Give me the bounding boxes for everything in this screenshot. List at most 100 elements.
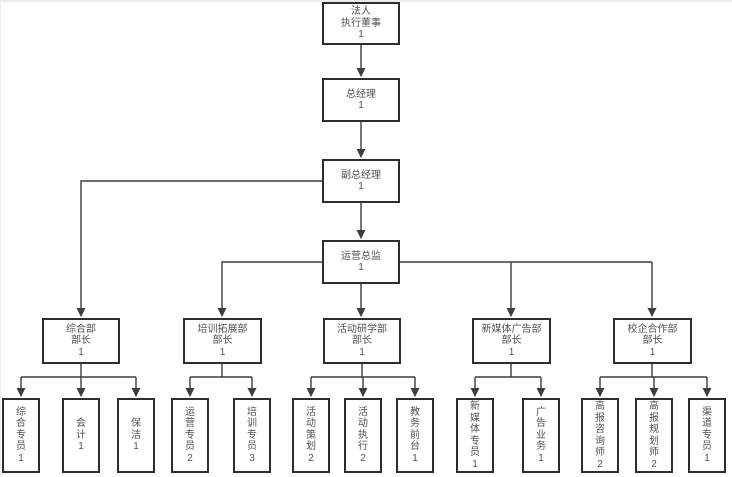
org-node-label: 营	[185, 418, 195, 430]
org-node-label: 1	[358, 181, 364, 192]
org-node-label: 道	[702, 418, 712, 430]
org-node-label: 2	[597, 458, 603, 470]
org-node-label: 部长	[501, 335, 522, 347]
org-node-label: 咨	[595, 424, 605, 435]
org-node-label: 运营总监	[341, 250, 381, 262]
org-node-label: 策	[306, 429, 316, 441]
org-node-label: 校企合作部	[627, 323, 678, 335]
org-node-label: 高	[649, 401, 659, 412]
org-node-label: 告	[536, 418, 546, 430]
org-node-label: 执	[358, 429, 368, 441]
org-node-label: 媒	[470, 412, 480, 424]
org-node-label: 渠	[702, 406, 712, 418]
org-node-label: 1	[704, 452, 710, 464]
org-node-label: 行	[358, 441, 368, 453]
org-node-label: 专	[470, 435, 480, 447]
org-node-label: 报	[595, 412, 605, 424]
connector-line	[76, 180, 322, 317]
org-node-label: 高	[595, 401, 605, 412]
org-node-label: 动	[358, 418, 368, 430]
org-node-label: 新媒体广告部	[481, 323, 542, 335]
org-node-label: 部长	[212, 335, 233, 347]
org-node-label: 动	[306, 418, 316, 430]
org-node-label: 保	[131, 418, 141, 430]
org-node-label: 2	[187, 452, 193, 464]
org-node-label: 1	[358, 100, 364, 111]
org-node-label: 部长	[71, 335, 91, 347]
org-node-label: 1	[78, 441, 84, 453]
org-node-label: 1	[538, 452, 544, 464]
org-node-label: 副总经理	[341, 169, 381, 181]
org-node-label: 规	[649, 424, 659, 435]
org-node-label: 务	[536, 441, 546, 453]
org-node-label: 1	[133, 441, 139, 453]
org-node-label: 合	[16, 418, 26, 430]
org-node-label: 1	[219, 346, 226, 358]
org-node-label: 法人	[351, 6, 371, 18]
org-node-label: 综	[16, 406, 26, 418]
connector-line	[217, 261, 322, 317]
org-node-label: 2	[360, 452, 366, 464]
org-node-label: 新	[470, 401, 480, 412]
org-node-label: 执行董事	[341, 17, 381, 29]
org-node-label: 员	[185, 441, 195, 453]
org-node-label: 训	[247, 418, 257, 430]
org-node-label: 广	[536, 406, 546, 418]
org-node-label: 报	[649, 412, 659, 424]
org-node-label: 1	[358, 262, 364, 273]
org-node-label: 1	[359, 346, 365, 358]
org-node-label: 专	[185, 429, 195, 441]
org-node-label: 教	[410, 406, 420, 418]
org-node-label: 专	[702, 429, 712, 441]
org-node-label: 体	[470, 424, 480, 435]
org-node-label: 活动研学部	[337, 323, 387, 335]
org-node-label: 1	[358, 29, 364, 41]
org-node-label: 计	[76, 429, 86, 441]
org-node-label: 活	[306, 406, 316, 418]
org-node-label: 师	[649, 447, 659, 458]
org-node-label: 务	[410, 418, 420, 430]
org-node-label: 培训拓展部	[197, 323, 248, 335]
org-node-label: 台	[410, 441, 420, 453]
org-node-label: 综合部	[66, 323, 96, 335]
org-node-label: 3	[249, 452, 255, 464]
org-node-label: 部长	[642, 335, 663, 347]
org-node-label: 师	[595, 447, 605, 458]
org-node-label: 1	[412, 452, 418, 464]
org-node-label: 培	[247, 406, 257, 418]
org-node-label: 询	[595, 435, 605, 447]
org-node-label: 活	[358, 406, 368, 418]
org-node-label: 员	[16, 441, 26, 453]
org-node-label: 划	[649, 435, 659, 447]
org-node-label: 会	[76, 418, 86, 430]
org-node-label: 专	[247, 429, 257, 441]
org-node-label: 洁	[131, 429, 141, 441]
org-node-label: 前	[410, 429, 420, 441]
org-node-label: 部长	[352, 335, 372, 347]
org-node-label: 总经理	[346, 88, 376, 100]
org-node-label: 2	[651, 458, 657, 470]
org-node-label: 运	[185, 406, 195, 418]
org-node-label: 1	[649, 346, 656, 358]
org-node-label: 员	[702, 441, 712, 453]
